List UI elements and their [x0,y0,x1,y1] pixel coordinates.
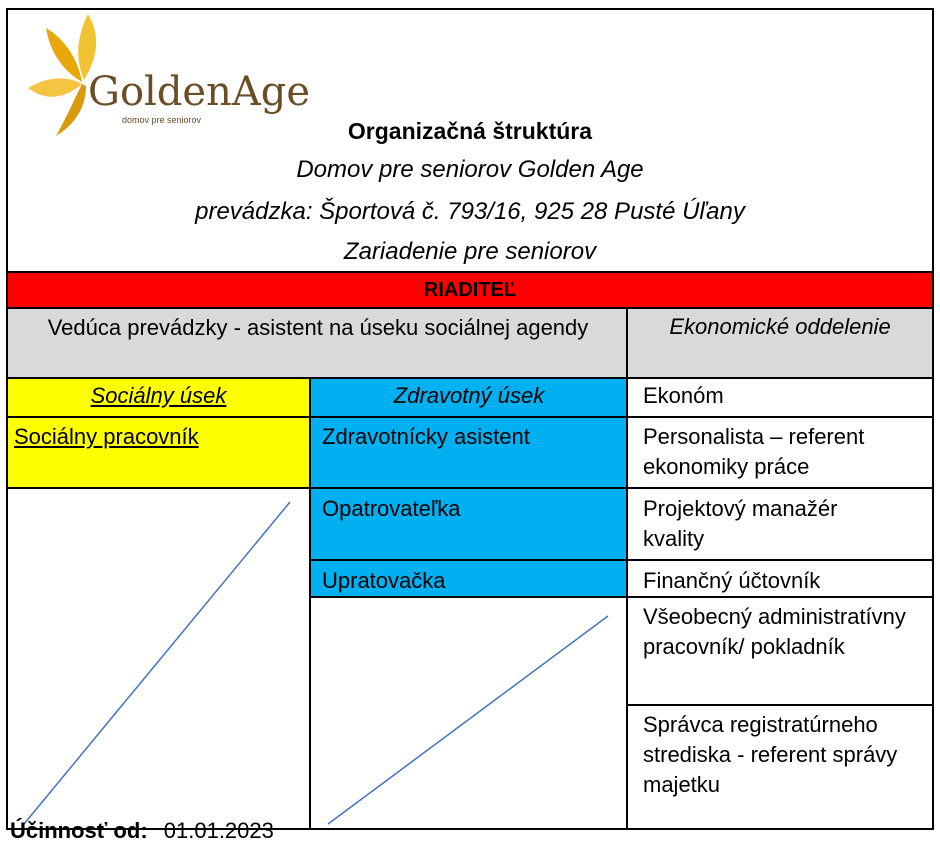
economic-department: Ekonomické oddelenie [669,314,891,339]
economist: Ekonóm [643,383,724,408]
caregiver: Opatrovateľka [322,496,461,521]
logo: GoldenAge domov pre seniorov [20,10,320,140]
director-bar [7,272,933,308]
financial-accountant: Finančný účtovník [643,568,821,593]
logo-tagline: domov pre seniorov [122,115,202,125]
quality-manager: Projektový manažér kvality [643,496,838,551]
logo-flower-icon [28,14,97,136]
registry-administrator: Správca registratúrneho strediska - refe… [643,712,898,797]
subtitle-address: prevádzka: Športová č. 793/16, 925 28 Pu… [195,198,745,225]
effective-date-label: Účinnosť od: [10,818,148,843]
subtitle-home: Domov pre seniorov Golden Age [296,156,644,183]
health-assistant: Zdravotnícky asistent [322,424,530,449]
social-section-heading: Sociálny úsek [90,383,227,408]
effective-date-row: Účinnosť od: 01.01.2023 [10,816,510,846]
health-section-heading: Zdravotný úsek [393,383,545,408]
row2-bg [7,308,933,378]
subtitle-type: Zariadenie pre seniorov [343,238,597,265]
effective-date-value: 01.01.2023 [163,818,274,843]
hr-officer: Personalista – referent ekonomiky práce [643,424,865,479]
logo-text: GoldenAge [88,69,311,115]
director-label: RIADITEĽ [423,279,517,301]
social-bg [7,378,310,488]
page-title: Organizačná štruktúra [347,118,593,144]
cleaner: Upratovačka [322,568,446,593]
operations-manager: Vedúca prevádzky - asistent na úseku soc… [47,315,589,340]
social-worker: Sociálny pracovník [14,424,199,449]
admin-worker-cashier: Všeobecný administratívny pracovník/ pok… [643,604,906,659]
